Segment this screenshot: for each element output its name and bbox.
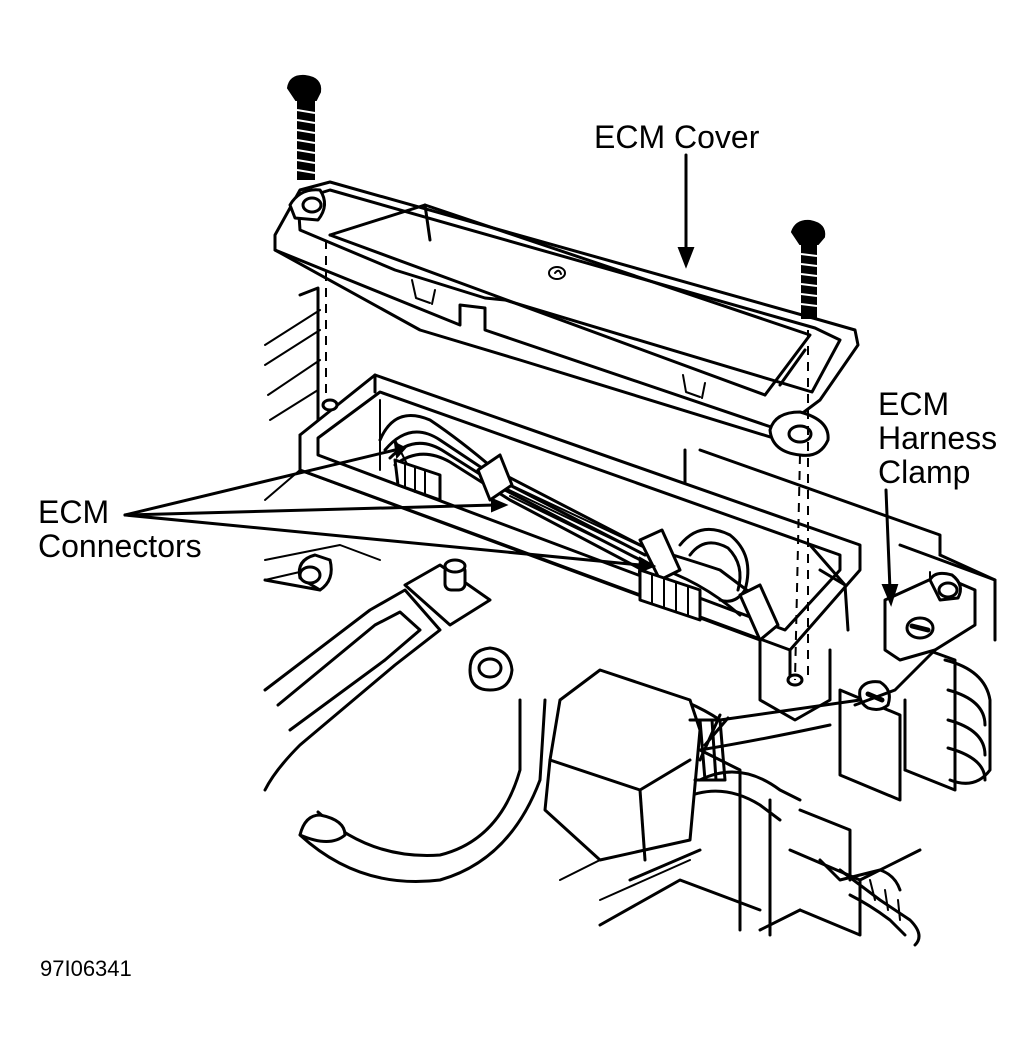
ecm-cover-arrowhead [677,247,695,269]
ecm-connectors-label-line2: Connectors [38,528,202,564]
bracket-stud [403,558,492,627]
ecm-cover-label: ECM Cover [594,119,760,155]
ecm-harness-clamp [853,571,977,711]
harness-clamp-leader [884,488,892,592]
figure-id: 97I06341 [40,956,132,981]
screw-alignment-lines [325,240,809,681]
harness-clamp-arrowhead [881,584,899,607]
cover-screw-left [286,74,322,180]
wiring-connector-housing [543,668,727,862]
connector-leader-3 [123,513,642,567]
lower-hose [263,588,547,884]
callout-leaders [123,153,899,607]
connector-leader-1 [123,448,397,517]
ecm-connectors-label-line1: ECM [38,494,109,530]
ecm-cover [273,180,860,457]
hose-stud [468,646,514,692]
engine-bay-structure [263,286,997,947]
connector-arrowhead-3 [637,556,657,574]
connector-arrowhead-2 [491,497,509,513]
ecm-harness-clamp-label-line1: ECM [878,386,949,422]
cover-screw-right [790,219,826,319]
ecm-harness-clamp-label-line2: Harness [878,420,997,456]
connector-arrowhead-1 [393,441,407,460]
ecm-harness-clamp-label-line3: Clamp [878,454,970,490]
mounting-stud-left [297,553,333,592]
connector-leader-2 [123,503,497,517]
